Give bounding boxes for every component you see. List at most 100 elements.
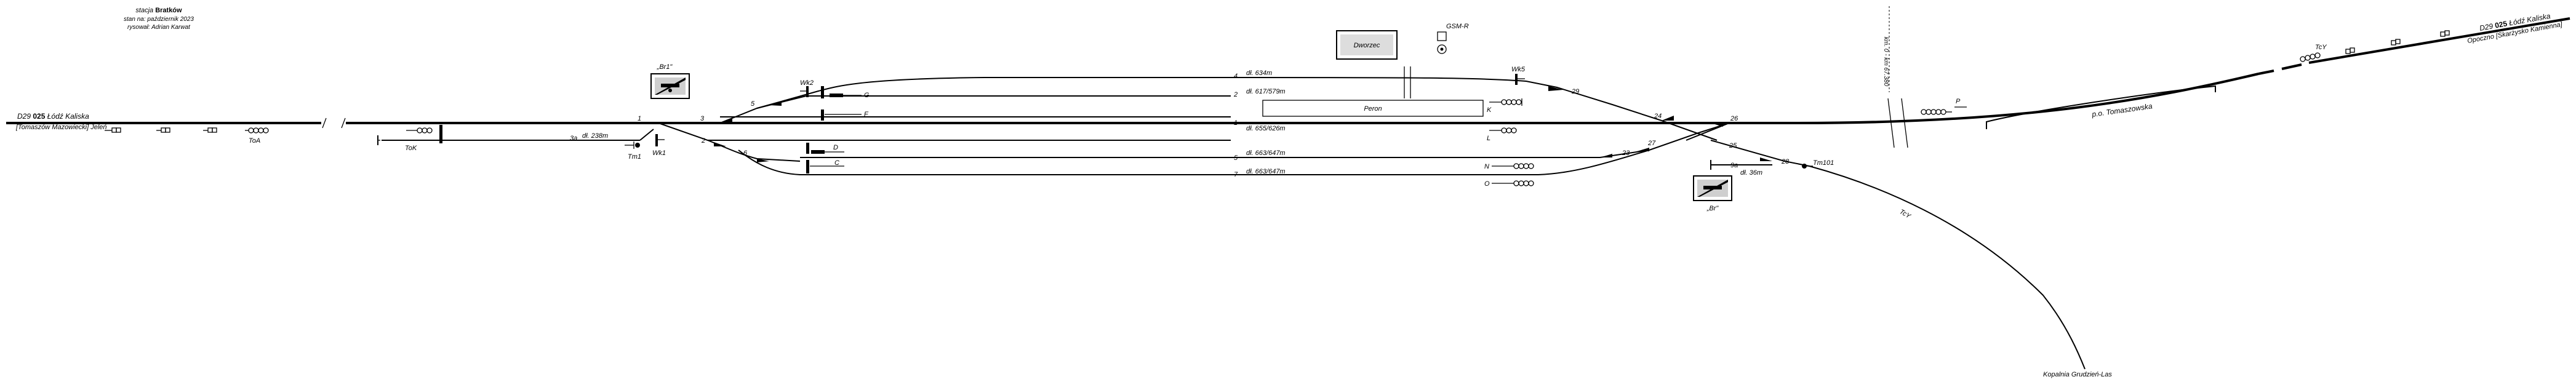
switch-marker <box>757 159 769 162</box>
signal-n: N <box>1484 163 1534 170</box>
svg-text:F: F <box>864 111 869 118</box>
siding-tomaszowska: p.o. Tomaszowska <box>1986 85 2216 129</box>
svg-text:N: N <box>1484 163 1489 170</box>
switch-marker <box>1662 116 1674 121</box>
svg-text:G: G <box>864 92 870 99</box>
signal-wk1: Wk1 <box>652 134 666 157</box>
switch-marker <box>769 101 782 106</box>
signal-wk2: Wk2 <box>800 79 814 97</box>
header-author: rysował: Adrian Karwat <box>127 24 191 31</box>
mine-branch <box>1710 140 2086 370</box>
svg-text:dł. 634m: dł. 634m <box>1246 70 1272 77</box>
left-route-label: D29 025 Łódź Kaliska [Tomaszów Mazowieck… <box>15 112 107 131</box>
svg-text:9a: 9a <box>1730 162 1738 169</box>
switch-marker <box>1711 123 1723 127</box>
svg-text:P: P <box>1956 98 1961 105</box>
track-4-east <box>1230 77 1662 121</box>
svg-text:4: 4 <box>1234 73 1238 80</box>
approach-signals-west: ToA <box>105 127 269 145</box>
point-2-label: 2 <box>701 137 705 145</box>
switch-marker <box>1600 154 1612 157</box>
signal-l: L <box>1487 127 1517 142</box>
svg-text:Peron: Peron <box>1364 105 1382 113</box>
left-route-via: [Tomaszów Mazowiecki] Jeleń <box>15 124 107 131</box>
point-29-label: 29 <box>1571 88 1579 95</box>
signal-box-br: „Br" <box>1693 175 1732 212</box>
track-5-east <box>1231 149 1650 175</box>
switch-marker <box>1637 148 1649 151</box>
signal-p: P <box>1921 98 1967 115</box>
svg-text:dł. 36m: dł. 36m <box>1740 169 1762 177</box>
point-23-label: 23 <box>1622 149 1630 157</box>
point-3: 3 <box>700 115 705 122</box>
switch-marker <box>714 142 726 146</box>
point-6-label: 6 <box>743 149 748 157</box>
svg-text:Tm101: Tm101 <box>1813 159 1834 167</box>
svg-text:dł. 663/647m: dł. 663/647m <box>1246 149 1286 157</box>
svg-text:„Br1": „Br1" <box>657 63 673 71</box>
svg-text:Wk5: Wk5 <box>1511 66 1526 73</box>
point-24-label: 24 <box>1654 113 1662 120</box>
svg-text:dł. 655/626m: dł. 655/626m <box>1246 125 1286 132</box>
svg-text:dł. 617/579m: dł. 617/579m <box>1246 88 1286 95</box>
switch-marker <box>720 118 732 123</box>
point-26-label: 26 <box>1730 115 1738 122</box>
signal-k: K <box>1487 98 1522 114</box>
svg-text:ToK: ToK <box>405 145 417 152</box>
mine-label: Kopalnia Grudzień-Las <box>2043 371 2112 378</box>
main-line-east-b <box>2281 63 2302 70</box>
break-mark <box>322 117 327 129</box>
gsmr-mast: GSM-R <box>1437 23 1469 54</box>
break-mark <box>341 117 346 129</box>
track-labels: 4 dł. 634m 2 dł. 617/579m 1 dł. 655/626m… <box>1233 70 1286 178</box>
svg-text:D: D <box>833 144 838 151</box>
svg-text:2: 2 <box>1233 91 1238 98</box>
svg-text:1: 1 <box>1234 119 1238 127</box>
svg-text:Dworzec: Dworzec <box>1354 42 1380 49</box>
svg-text:O: O <box>1484 180 1490 188</box>
svg-text:„Br": „Br" <box>1706 205 1719 212</box>
svg-text:L: L <box>1487 135 1490 142</box>
mine-branch-signal: TcY <box>1898 208 1913 220</box>
track-3a-link <box>639 129 654 141</box>
svg-text:km. 0 - km 67.380: km. 0 - km 67.380 <box>1882 37 1889 86</box>
signal-tm101: Tm101 <box>1802 159 1834 169</box>
svg-text:GSM-R: GSM-R <box>1446 23 1469 30</box>
switch-marker <box>1760 157 1772 161</box>
main-line-east-c <box>2308 17 2570 64</box>
track-down-throat <box>658 122 801 162</box>
signal-tm1: Tm1 <box>625 141 641 161</box>
main-line-east-a <box>2258 70 2274 75</box>
track-3a-length: dł. 238m <box>582 132 608 140</box>
switch-marker <box>1548 86 1563 91</box>
track-3a-number: 3a <box>570 135 577 142</box>
track-4-line <box>677 77 1231 124</box>
svg-text:dł. 663/647m: dł. 663/647m <box>1246 168 1286 175</box>
svg-text:C: C <box>834 159 839 167</box>
point-5-label: 5 <box>751 100 755 108</box>
svg-text:Wk1: Wk1 <box>652 149 666 157</box>
signal-o: O <box>1484 180 1534 188</box>
signal-d: D <box>806 143 844 154</box>
signal-g: G <box>821 86 870 99</box>
left-route-line: D29 025 Łódź Kaliska <box>17 112 89 121</box>
station-building: Dworzec <box>1336 30 1398 60</box>
approach-signals-east: TcY <box>2300 30 2450 62</box>
main-line-curve <box>1796 73 2259 124</box>
point-28-label: 28 <box>1781 158 1790 165</box>
signal-box-br1: „Br1" <box>650 63 690 99</box>
point-27-label: 27 <box>1647 140 1656 147</box>
signal-tok: ToK <box>405 125 442 152</box>
track-7-line <box>738 149 1231 175</box>
svg-text:TcY: TcY <box>2315 44 2327 51</box>
header-line1: stacja Bratków <box>135 7 182 14</box>
signal-f: F <box>821 109 869 121</box>
signal-c: C <box>806 159 844 173</box>
svg-text:K: K <box>1487 106 1492 114</box>
crossover <box>1661 120 1718 141</box>
signal-wk5: Wk5 <box>1511 66 1526 85</box>
signal-m: 9a dł. 36m <box>1710 160 1762 177</box>
svg-text:Wk2: Wk2 <box>800 79 814 87</box>
header: stacja Bratków stan na: październik 2023… <box>124 7 194 31</box>
